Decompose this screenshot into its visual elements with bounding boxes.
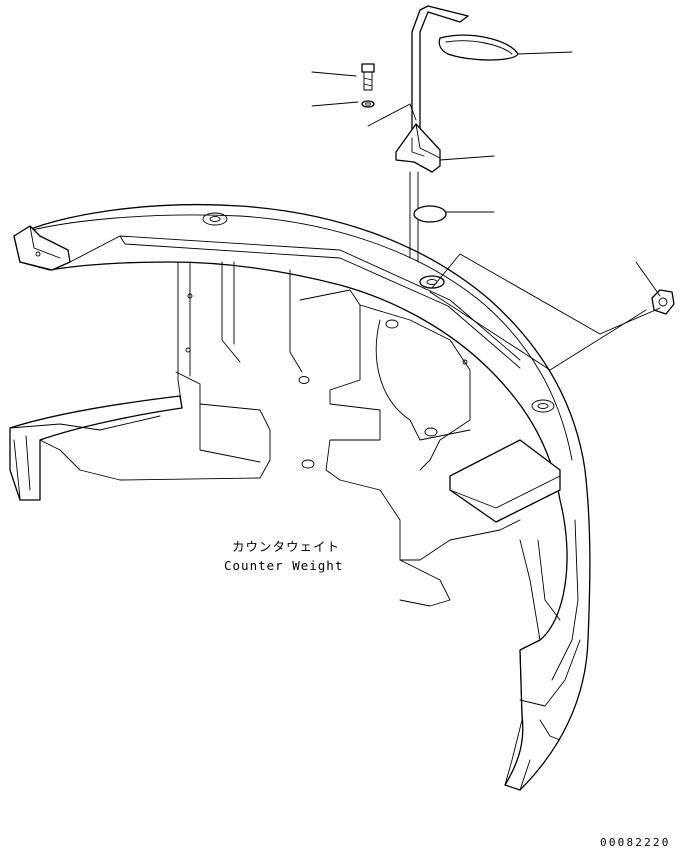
drawing-code: 00082220: [600, 836, 671, 849]
label-english: Counter Weight: [224, 558, 343, 573]
label-japanese: カウンタウェイト: [232, 539, 340, 554]
counterweight: [9, 204, 591, 791]
leader-lines: [311, 51, 661, 371]
